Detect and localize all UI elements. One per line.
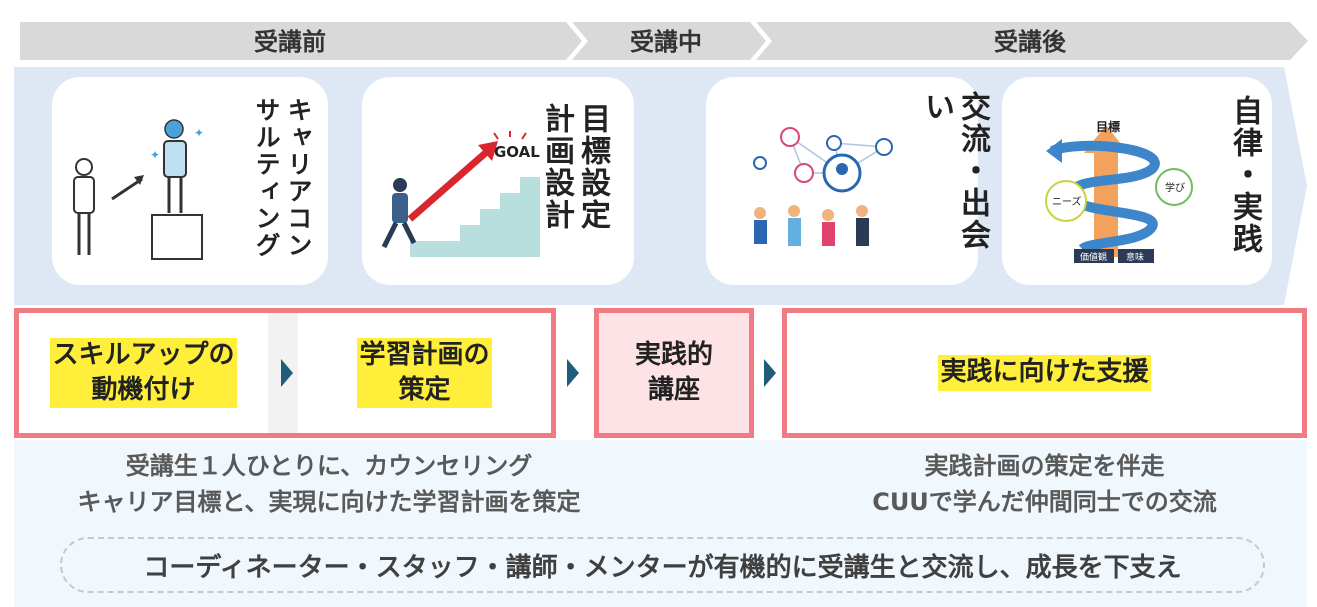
arrow-icon [281, 359, 293, 387]
phase-during-label: 受講中 [630, 28, 702, 56]
desc-right-line1: 実践計画の策定を伴走 [924, 452, 1165, 480]
description-area [14, 440, 1307, 607]
career-illustration: ✦ ✦ [73, 119, 204, 260]
card-exchange: 交流・出会い [706, 77, 990, 285]
card-goal-line2: 計画設計 [539, 103, 574, 231]
course-box [594, 308, 754, 438]
card-autonomy: 目標 ニーズ 学び 価値観 意味 自律・実践 [1002, 77, 1272, 285]
footer-summary: コーディネーター・スタッフ・講師・メンターが有機的に受講生と交流し、成長を下支え [60, 537, 1265, 593]
desc-right-line2: CUUで学んだ仲間同士での交流 [872, 488, 1217, 516]
card-exchange-text: 交流・出会い [919, 91, 990, 251]
desc-left-line1: 受講生１人ひとりに、カウンセリング [125, 452, 533, 480]
card-autonomy-text: 自律・実践 [1227, 95, 1262, 255]
phase-banner [20, 22, 1308, 60]
phase-before-arrow [20, 22, 582, 60]
step-plan: 学習計画の 策定 [298, 313, 551, 433]
autonomy-needs-label: ニーズ [1052, 195, 1082, 208]
step-support-label: 実践に向けた支援 [938, 355, 1151, 391]
step-motivation-label: スキルアップの 動機付け [50, 337, 237, 409]
desc-left-line2: キャリア目標と、実現に向けた学習計画を策定 [77, 488, 581, 516]
step-motivation: スキルアップの 動機付け [19, 313, 268, 433]
goal-sign: GOAL [494, 143, 540, 161]
autonomy-learn-label: 学び [1165, 181, 1185, 194]
activity-band [14, 67, 1307, 305]
autonomy-values-label: 価値観 [1080, 251, 1107, 263]
card-goal: GOAL 目標設定 計画設計 [362, 77, 634, 285]
arrow-icon [567, 359, 579, 387]
step-course-label: 実践的 講座 [634, 339, 713, 405]
card-goal-line1: 目標設定 [575, 103, 610, 231]
phase-after-arrow [756, 22, 1308, 60]
svg-text:✦: ✦ [194, 126, 204, 140]
step-support: 実践に向けた支援 [787, 313, 1302, 433]
autonomy-goal-label: 目標 [1096, 119, 1120, 134]
arrow-icon [764, 359, 776, 387]
phase-before-label: 受講前 [254, 28, 326, 56]
card-career: ✦ ✦ キャリアコンサルティング [52, 77, 328, 285]
exchange-illustration [753, 127, 893, 246]
autonomy-meaning-label: 意味 [1126, 251, 1144, 263]
step-plan-label: 学習計画の 策定 [357, 337, 492, 409]
autonomy-illustration: 目標 ニーズ 学び 価値観 意味 [1045, 119, 1193, 263]
svg-text:✦: ✦ [150, 148, 160, 162]
goal-illustration: GOAL [381, 131, 540, 257]
card-career-text: キャリアコンサルティング [252, 97, 313, 259]
phase-during-arrow [572, 22, 766, 60]
phase-after-label: 受講後 [994, 28, 1066, 56]
